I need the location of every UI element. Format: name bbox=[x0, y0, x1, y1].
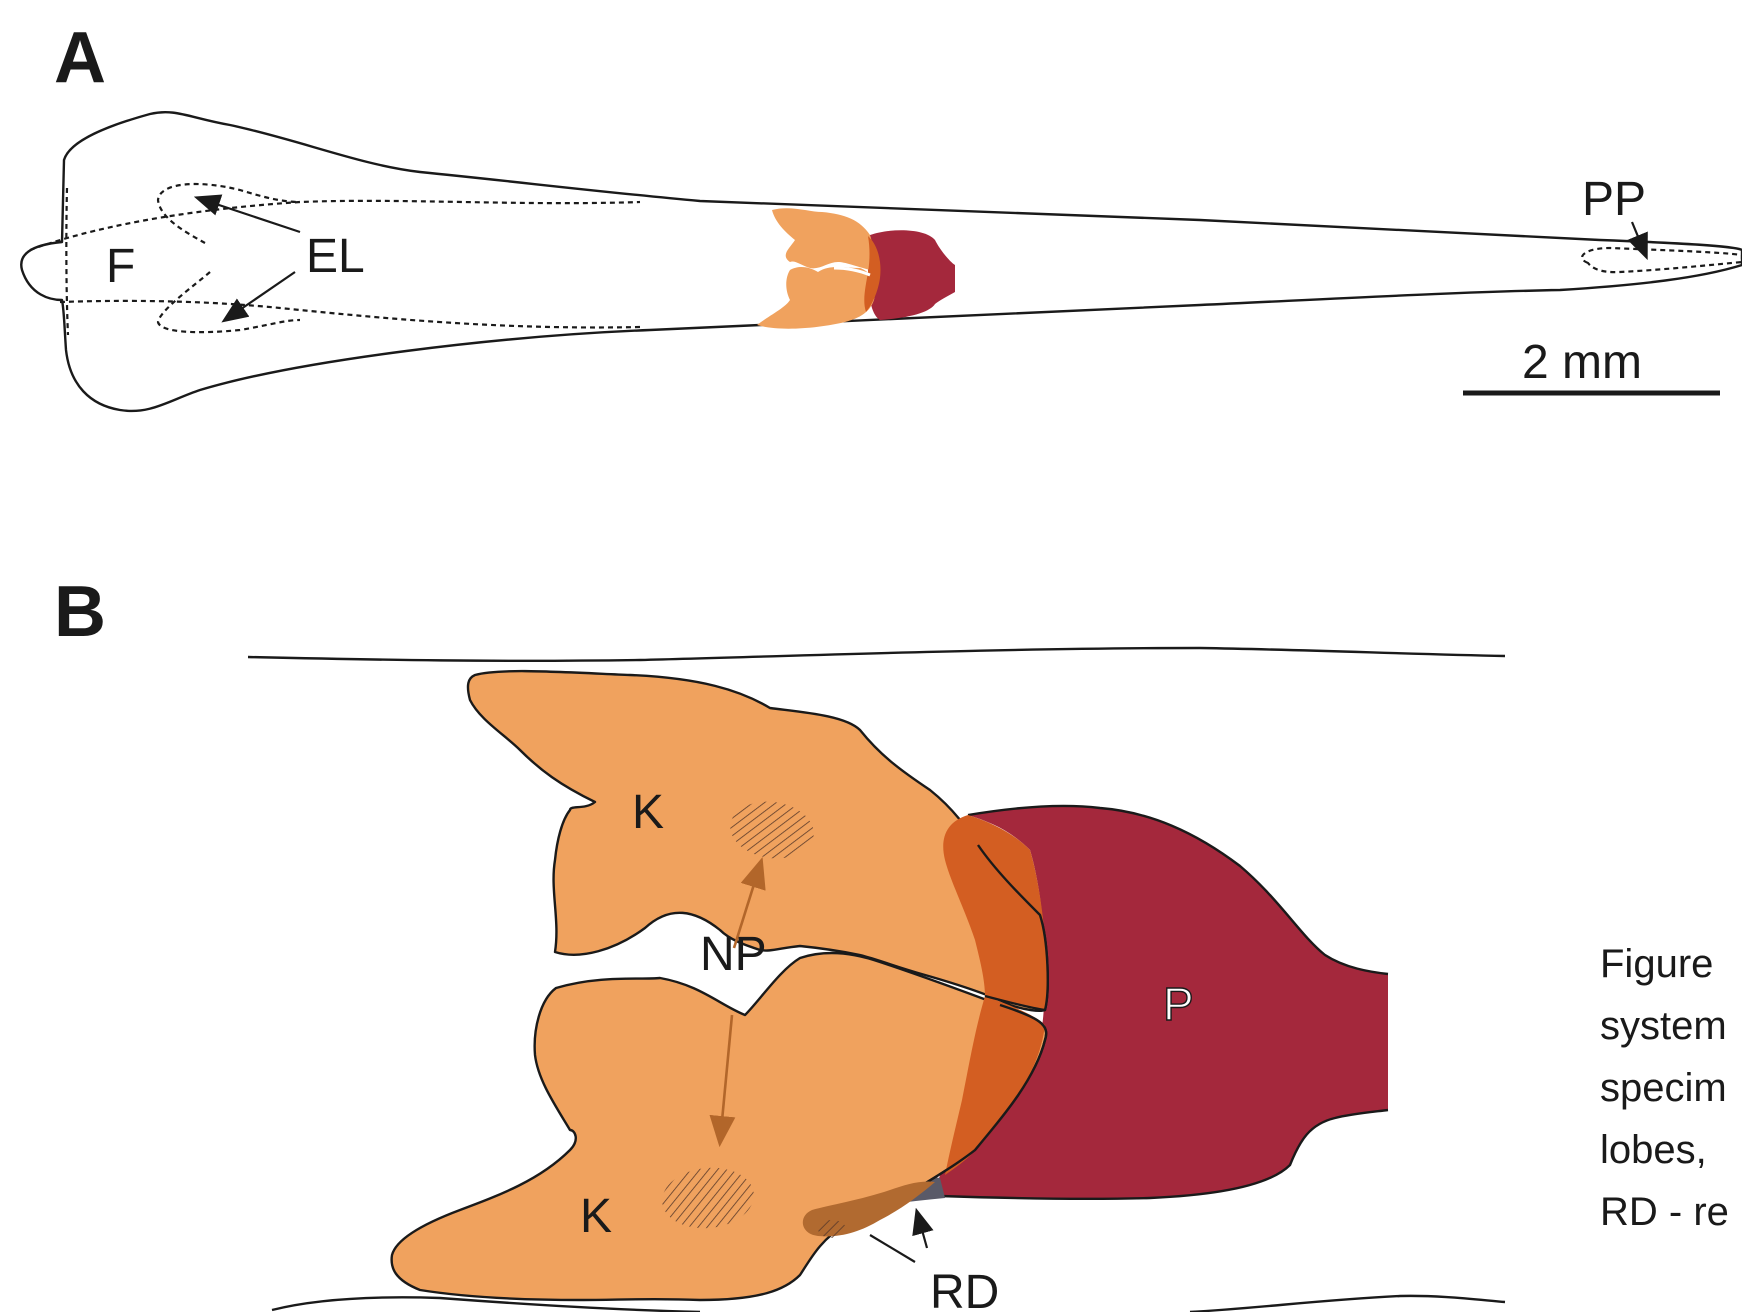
label-k-lower: K bbox=[580, 1190, 612, 1243]
frontal-organ-border bbox=[66, 188, 68, 335]
eye-lobe-upper bbox=[158, 184, 300, 243]
label-f: F bbox=[106, 240, 135, 293]
caption-line-5: RD - re bbox=[1600, 1190, 1729, 1234]
panel-a-letter: A bbox=[54, 18, 106, 98]
kidney-small-upper bbox=[772, 208, 874, 270]
panel-b-letter: B bbox=[54, 572, 106, 652]
el-arrow-upper bbox=[198, 198, 300, 232]
label-rd: RD bbox=[930, 1266, 999, 1312]
label-k-upper: K bbox=[632, 786, 664, 839]
figure-caption: Figure system specim lobes, RD - re bbox=[1600, 942, 1729, 1234]
body-wall-upper bbox=[248, 648, 1505, 661]
caption-line-3: specim bbox=[1600, 1066, 1727, 1110]
pharynx-small bbox=[868, 230, 955, 320]
panel-b: B K K NP bbox=[54, 572, 1505, 1312]
body-wall-lower-right bbox=[1190, 1296, 1505, 1312]
label-np: NP bbox=[700, 928, 767, 981]
caption-line-2: system bbox=[1600, 1004, 1727, 1048]
caption-line-1: Figure bbox=[1600, 942, 1713, 986]
el-arrow-lower bbox=[225, 272, 295, 320]
duct-blob-hatch bbox=[818, 1220, 846, 1238]
caption-line-4: lobes, bbox=[1600, 1128, 1707, 1172]
label-el: EL bbox=[306, 230, 365, 283]
panel-a: A F EL PP 2 mm bbox=[21, 18, 1742, 411]
label-p: P bbox=[1163, 978, 1194, 1030]
kidney-lower bbox=[392, 953, 1047, 1300]
organ-complex-small bbox=[757, 208, 955, 329]
pp-arrow bbox=[1632, 222, 1646, 256]
rd-leader bbox=[870, 1235, 915, 1262]
rd-arrow bbox=[917, 1212, 927, 1248]
proboscis-pore-outline bbox=[1582, 248, 1742, 272]
label-pp: PP bbox=[1582, 173, 1646, 226]
frontal-organ-lower-line bbox=[60, 301, 640, 328]
scale-bar-label: 2 mm bbox=[1522, 336, 1642, 389]
scale-bar: 2 mm bbox=[1463, 336, 1720, 393]
